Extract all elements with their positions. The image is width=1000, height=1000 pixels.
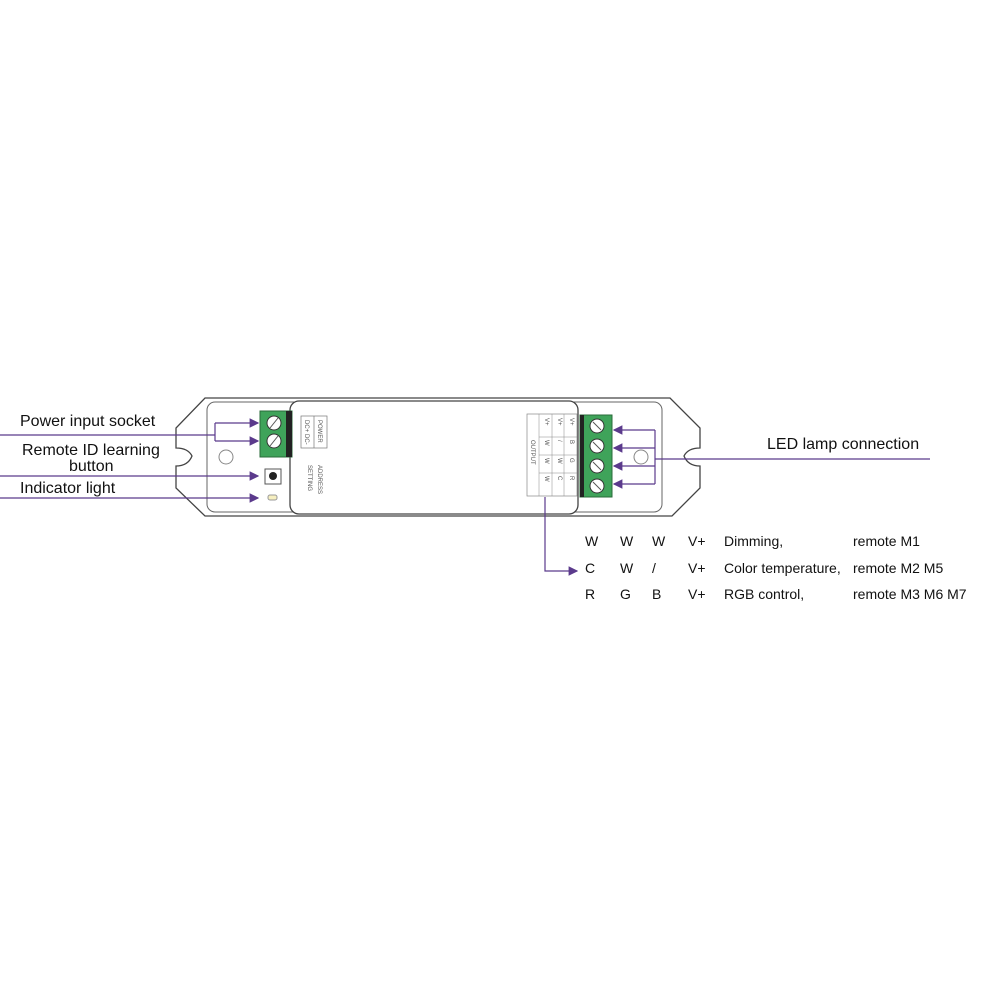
led-lamp-callout: LED lamp connection [767,436,920,453]
output-pin-label: C [556,476,562,481]
remote-id-callout-line1: Remote ID learning [22,442,160,459]
output-pin-label: R [568,476,574,481]
wiring-table-cell-c2: G [620,586,631,602]
indicator-light [267,494,278,501]
output-pin-label: W [543,440,549,446]
wiring-table-cell-c3: B [652,586,662,602]
output-pin-label: V+ [556,418,562,426]
led-output-terminal-block [579,414,613,498]
power-input-callout: Power input socket [20,413,156,430]
address-label: ADDRESS [316,465,322,494]
wiring-table-cell-remote: remote M2 M5 [853,560,944,576]
mount-hole-right [633,449,649,465]
wiring-table-cell-c2: W [620,533,634,549]
wiring-table-cell-mode: RGB control, [724,586,805,602]
output-pin-label: G [568,458,574,463]
wiring-table-cell-c1: R [585,586,596,602]
output-pin-label: W [543,476,549,482]
dc-minus-label: DC- [303,434,309,445]
power-terminal-block [259,410,293,458]
wiring-table-cell-c1: C [585,560,596,576]
wiring-table-cell-c4: V+ [688,586,706,602]
dc-plus-label: DC+ [303,420,309,433]
mount-hole-left [218,449,234,465]
wiring-table-cell-c1: W [585,533,599,549]
wiring-table-cell-c4: V+ [688,560,706,576]
output-pin-label: V+ [568,418,574,426]
wiring-table-cell-remote: remote M1 [853,533,920,549]
wiring-table-cell-mode: Color temperature, [724,560,841,576]
output-pin-label: / [556,440,562,442]
callout-arrows [0,418,930,576]
wiring-table-cell-c4: V+ [688,533,706,549]
wiring-table-cell-remote: remote M3 M6 M7 [853,586,967,602]
wiring-table-cell-c2: W [620,560,634,576]
wiring-table-cell-mode: Dimming, [724,533,784,549]
output-pin-label: W [556,458,562,464]
remote-id-callout-line2: button [69,458,114,475]
remote-id-learning-button[interactable] [264,468,282,485]
output-label-panel: OUTPUT V+ V+ V+ W / B W W G W C R [526,413,578,497]
svg-text:OUTPUT: OUTPUT [529,440,535,465]
output-pin-label: W [543,458,549,464]
output-pin-label: B [568,440,574,444]
setting-label: SETTING [306,465,312,491]
output-pin-label: V+ [543,418,549,426]
indicator-callout: Indicator light [20,480,116,497]
wiring-table-cell-c3: W [652,533,666,549]
power-label: POWER [316,420,322,443]
wiring-table-cell-c3: / [652,560,656,576]
